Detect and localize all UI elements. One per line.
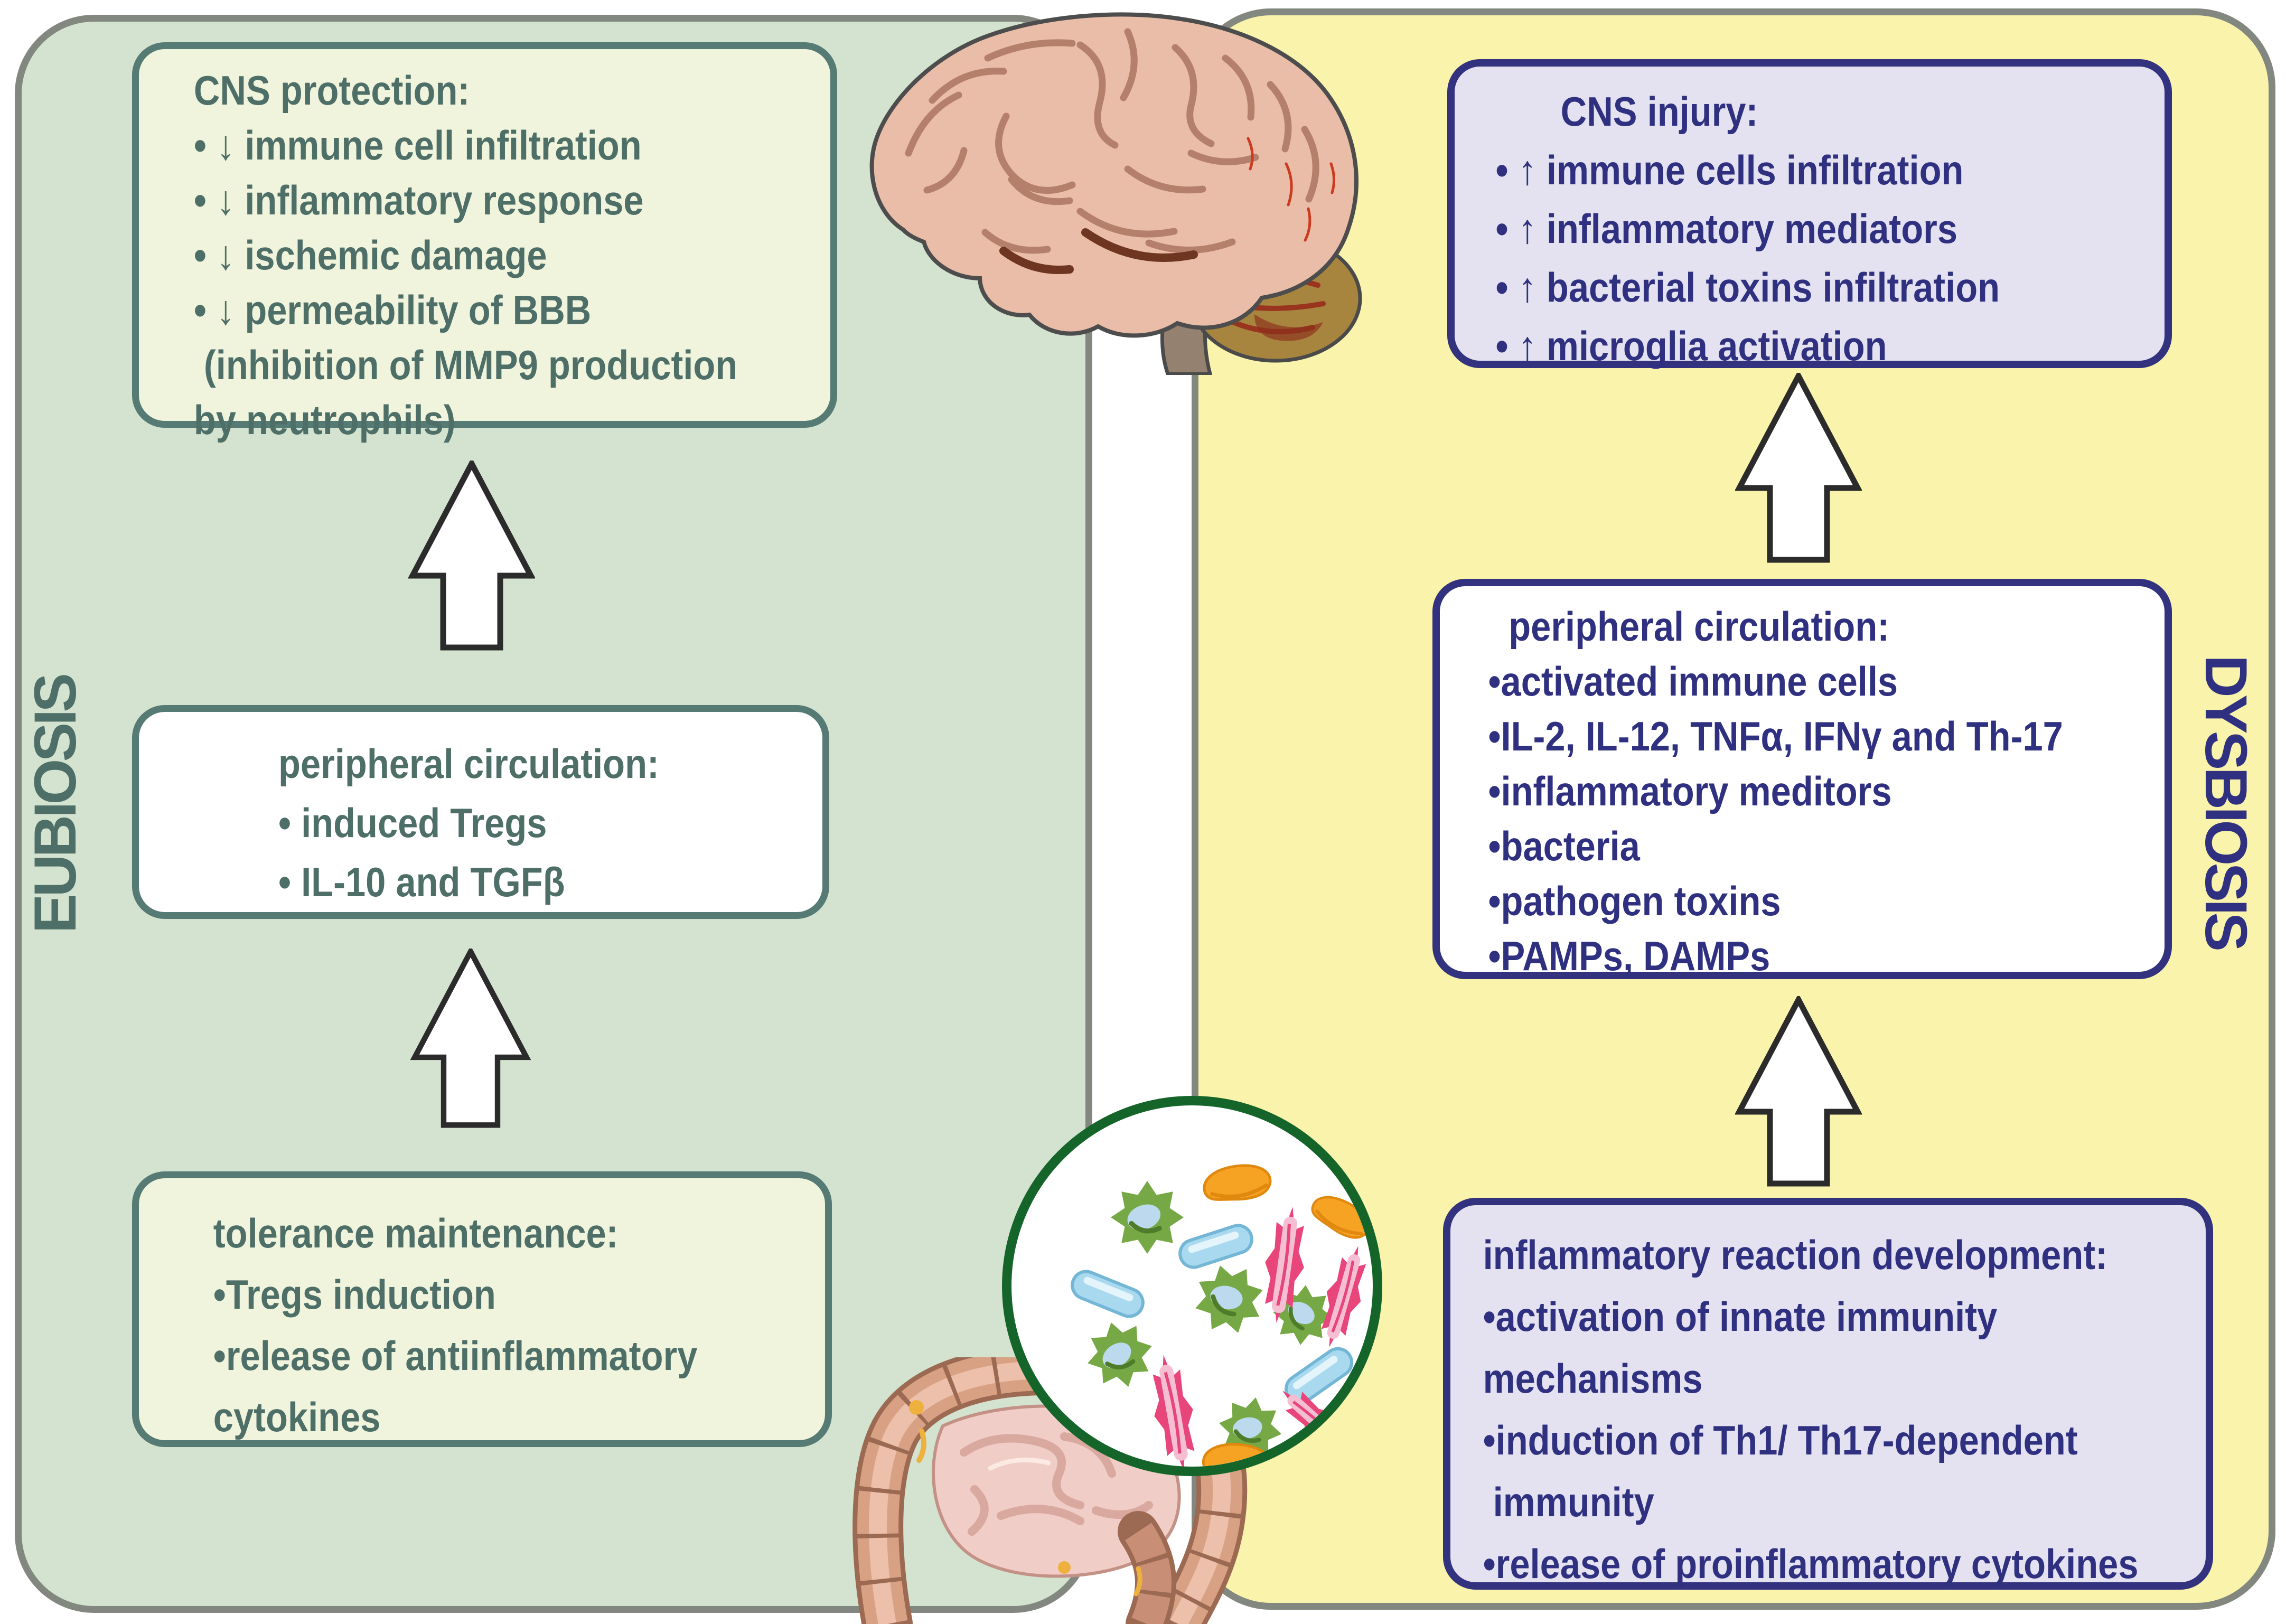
box-title: inflammatory reaction development: [1483,1232,2108,1278]
box-line: • IL-10 and TGFβ [278,859,565,905]
box-line: •release of antiinflammatory [213,1332,698,1379]
peripheral-circulation-box-dysbiosis: peripheral circulation: •activated immun… [1432,579,2172,979]
up-arrow-icon [1735,373,1862,563]
cns-protection-box: CNS protection: • ↓ immune cell infiltra… [132,42,837,443]
brain-illustration [869,12,1362,375]
box-line: •release of proinflammatory cytokines [1483,1541,2139,1587]
cns-injury-box: CNS injury: • ↑ immune cells infiltratio… [1447,59,2172,369]
green-microbe-icon [1111,1181,1184,1254]
box-line: • ↓ permeability of BBB [193,287,592,333]
box-line: • ↑ microglia activation [1495,323,1887,369]
box-line: • ↑ immune cells infiltration [1495,147,1964,193]
box-line: • ↓ inflammatory response [193,177,644,223]
box-title: peripheral circulation: [1509,603,1890,650]
box-line: (inhibition of MMP9 production [193,342,738,388]
box-title: tolerance maintenance: [213,1210,619,1256]
box-title: peripheral circulation: [278,740,659,787]
box-line: •pathogen toxins [1488,878,1781,924]
box-line: • ↑ bacterial toxins infiltration [1495,264,2000,311]
box-line: • induced Tregs [278,800,547,846]
inflammatory-reaction-box: inflammatory reaction development: •acti… [1443,1198,2213,1590]
box-line: •Tregs induction [213,1271,496,1318]
box-line: •induction of Th1/ Th17-dependent [1483,1417,2078,1463]
box-line: •inflammatory meditors [1488,768,1892,814]
box-line: •activated immune cells [1488,658,1898,705]
microbiota-circle-illustration [1002,1096,1382,1476]
box-line: mechanisms [1483,1355,1703,1402]
up-arrow-icon [408,461,535,651]
box-line: •activation of innate immunity [1483,1293,1998,1340]
box-line: • ↓ immune cell infiltration [193,122,642,168]
tolerance-maintenance-box: tolerance maintenance: •Tregs induction … [132,1171,832,1447]
box-line: cytokines [213,1394,381,1440]
box-line: •bacteria [1488,823,1640,869]
box-title: CNS protection: [193,67,470,114]
box-line: by neutrophils) [193,397,456,443]
dysbiosis-side-label: DYSBIOSIS [2193,655,2259,949]
peripheral-circulation-box-eubiosis: peripheral circulation: • induced Tregs … [132,705,829,919]
up-arrow-icon [410,949,531,1128]
box-line: • ↑ inflammatory mediators [1495,205,1958,252]
box-line: •PAMPs, DAMPs [1488,933,1770,979]
up-arrow-icon [1735,996,1862,1187]
eubiosis-side-label: EUBIOSIS [22,676,88,934]
box-line: •IL-2, IL-12, TNFα, IFNγ and Th-17 [1488,713,2063,759]
box-line: • ↓ ischemic damage [193,232,547,278]
box-line: immunity [1483,1479,1654,1525]
box-title: CNS injury: [1560,88,1758,135]
